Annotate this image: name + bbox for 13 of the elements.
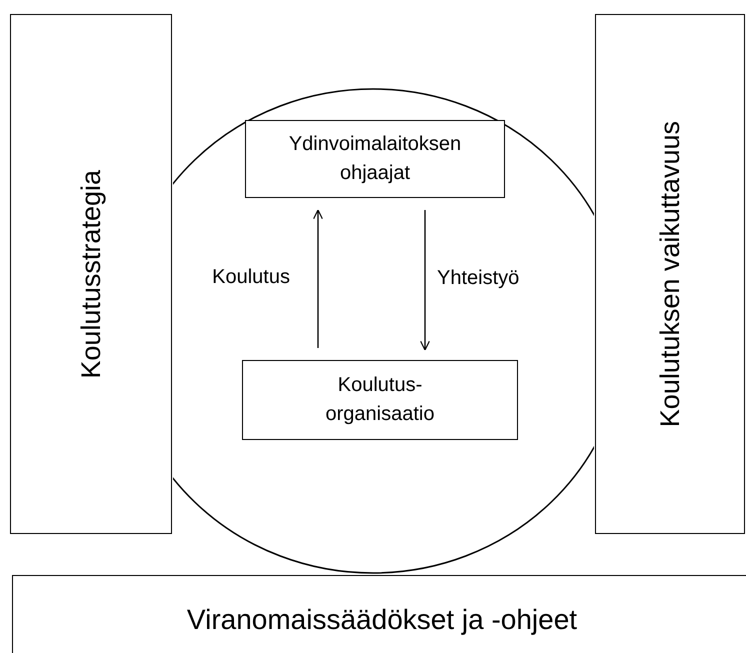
arrow bbox=[420, 210, 430, 351]
process-box bbox=[242, 360, 518, 440]
node-text: Ydinvoimalaitoksen ohjaajat bbox=[288, 132, 462, 186]
edge-label: Yhteistyö bbox=[435, 267, 522, 290]
node-text: Koulutuksen vaikuttavuus bbox=[654, 120, 686, 428]
node-text: Koulutusstrategia bbox=[76, 170, 106, 378]
node-text: Koulutus-organisaatio bbox=[324, 373, 436, 427]
side-panel bbox=[10, 14, 172, 534]
side-panel bbox=[595, 14, 745, 534]
footer-panel bbox=[12, 575, 746, 653]
node-text: Viranomaissäädökset ja -ohjeet bbox=[186, 602, 578, 637]
arrow bbox=[312, 209, 324, 348]
process-box bbox=[245, 120, 505, 198]
